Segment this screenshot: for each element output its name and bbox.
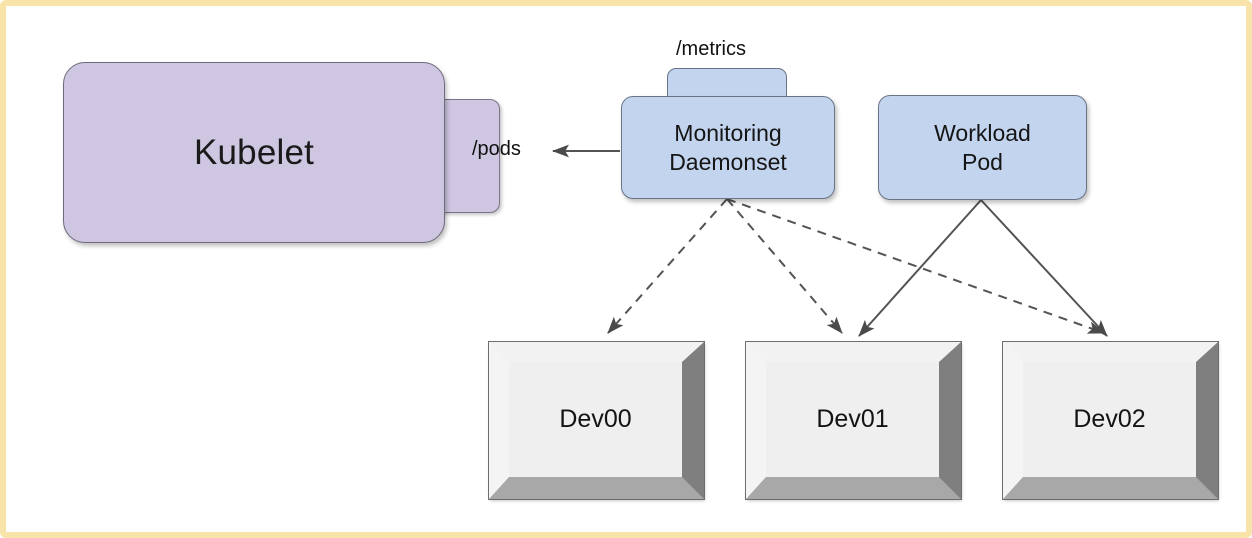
monitoring-daemonset-node[interactable]: Monitoring Daemonset	[621, 96, 835, 199]
edge-monitoring-to-dev02	[726, 198, 1105, 334]
edge-workload-to-dev02	[980, 199, 1108, 337]
workload-pod-label: Workload Pod	[934, 119, 1031, 175]
device-label-dev01: Dev01	[816, 405, 889, 433]
kubelet-label: Kubelet	[193, 132, 315, 172]
device-face: Dev02	[1023, 362, 1196, 477]
device-node-dev00[interactable]: Dev00	[488, 341, 705, 500]
kubelet-pods-port-tab[interactable]	[434, 99, 500, 213]
edge-workload-to-dev01	[858, 199, 982, 337]
kubelet-body[interactable]: Kubelet	[63, 62, 445, 243]
diagram-stage: Kubelet /pods /metrics Monitoring Daemon…	[6, 6, 1246, 532]
pods-endpoint-label: /pods	[472, 138, 521, 160]
device-label-dev02: Dev02	[1073, 405, 1146, 433]
edge-monitoring-to-dev00	[607, 198, 728, 334]
metrics-endpoint-label: /metrics	[676, 38, 746, 60]
device-face: Dev00	[509, 362, 682, 477]
device-label-dev00: Dev00	[559, 405, 632, 433]
edge-monitoring-to-dev01	[726, 198, 843, 334]
device-node-dev01[interactable]: Dev01	[745, 341, 962, 500]
device-node-dev02[interactable]: Dev02	[1002, 341, 1219, 500]
workload-pod-node[interactable]: Workload Pod	[878, 95, 1087, 200]
monitoring-daemonset-label: Monitoring Daemonset	[669, 119, 787, 175]
device-face: Dev01	[766, 362, 939, 477]
